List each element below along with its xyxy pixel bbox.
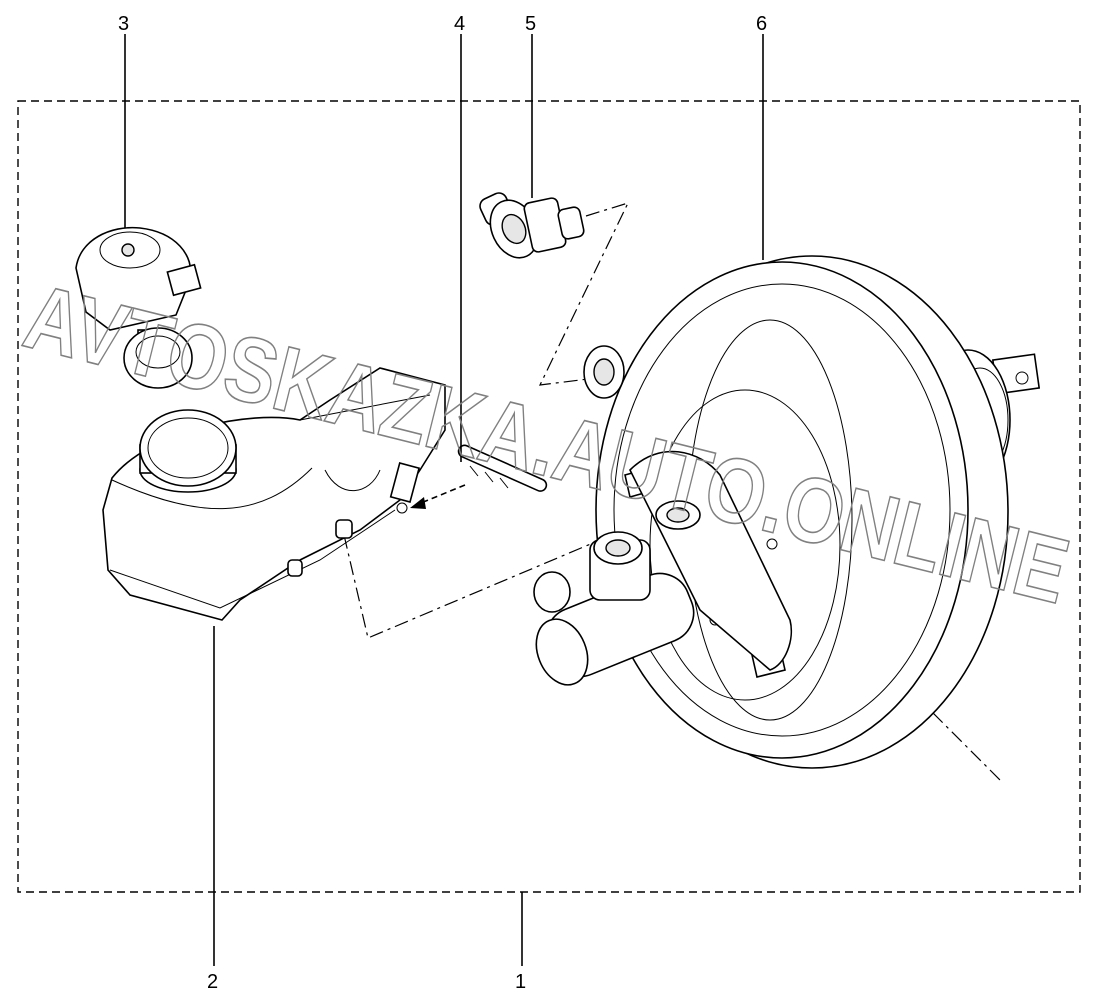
fluid-reservoir (102, 367, 446, 621)
callout-1: 1 (515, 971, 526, 993)
assembly-boundary (17, 100, 1081, 893)
callout-6: 6 (756, 13, 767, 35)
reservoir-cap (75, 226, 202, 389)
retaining-pin (410, 444, 548, 509)
brake-booster (583, 255, 1041, 769)
callout-3: 3 (118, 13, 129, 35)
check-valve-fitting (479, 192, 585, 259)
callout-2: 2 (207, 971, 218, 993)
callout-4: 4 (454, 13, 465, 35)
leader-lines (124, 34, 764, 966)
master-cylinder (533, 450, 792, 686)
callout-5: 5 (525, 13, 536, 35)
